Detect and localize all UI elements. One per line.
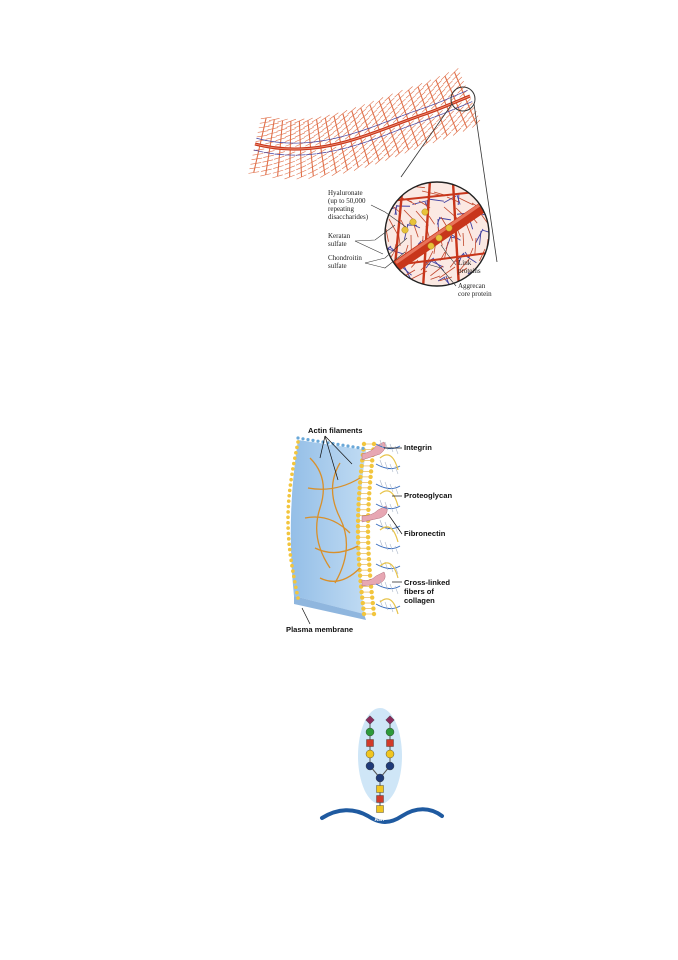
label-collagen-3: collagen	[404, 596, 435, 605]
label-hyaluronate-4: disaccharides)	[328, 213, 369, 221]
label-keratan-2: sulfate	[328, 240, 347, 248]
link-protein	[409, 218, 417, 226]
aggrecan-core-protein	[451, 182, 461, 286]
label-collagen-2: fibers of	[404, 587, 434, 596]
link-protein	[427, 242, 435, 250]
link-protein	[445, 224, 453, 232]
label-link-1: Link	[458, 259, 472, 267]
zoom-circle-border	[384, 181, 490, 287]
label-core-1: Aggrecan	[458, 282, 486, 290]
link-protein	[401, 226, 409, 234]
link-protein	[435, 234, 443, 242]
label-hyaluronate-1: Hyaluronate	[328, 189, 363, 197]
label-proteoglycan: Proteoglycan	[404, 491, 452, 500]
ecm-leader-lines	[301, 435, 403, 625]
sugar-residue	[376, 805, 384, 813]
label-integrin: Integrin	[404, 443, 432, 452]
label-chondroitin-1: Chondroitin	[328, 254, 362, 262]
aggrecan-diagram: Hyaluronate (up to 50,000 repeating disa…	[248, 68, 498, 298]
collagen-proteoglycan-fibers	[375, 439, 401, 615]
sugar-residue	[386, 739, 394, 747]
magnifier-small-circle	[450, 86, 476, 112]
ecm-diagram: Actin filaments Integrin Proteoglycan Fi…	[286, 426, 452, 634]
glycan-residues	[365, 715, 395, 813]
link-protein	[421, 208, 429, 216]
label-chondroitin-2: sulfate	[328, 262, 347, 270]
aggrecan-core-protein	[421, 182, 432, 286]
sugar-residue	[376, 785, 384, 793]
label-link-2: proteins	[458, 267, 481, 275]
sugar-residue	[365, 761, 375, 771]
zoom-line-right	[473, 103, 498, 263]
label-collagen-1: Cross-linked	[404, 578, 450, 587]
label-fibronectin: Fibronectin	[404, 529, 446, 538]
glycan-figure: Asn	[318, 708, 446, 828]
aggrecan-figure: Hyaluronate (up to 50,000 repeating disa…	[245, 62, 527, 304]
integrin-3	[361, 571, 386, 587]
sugar-residue	[365, 749, 375, 759]
peptide-chain	[320, 807, 444, 824]
sugar-residue	[376, 795, 384, 803]
sugar-residue	[385, 715, 395, 725]
sugar-residue	[385, 727, 395, 737]
integrin-2	[361, 505, 388, 523]
membrane-bottom-face	[294, 596, 366, 620]
zoom-line-left	[400, 103, 453, 178]
integrin-1	[361, 441, 386, 461]
sugar-residue	[385, 761, 395, 771]
label-plasma-membrane: Plasma membrane	[286, 625, 353, 634]
label-asn: Asn	[375, 817, 384, 823]
label-hyaluronate-3: repeating	[328, 205, 355, 213]
label-keratan-1: Keratan	[328, 232, 351, 240]
label-actin-filaments: Actin filaments	[308, 426, 362, 435]
sugar-residue	[375, 773, 385, 783]
ecm-figure: Actin filaments Integrin Proteoglycan Fi…	[280, 418, 452, 636]
sugar-residue	[365, 727, 375, 737]
actin-filaments	[304, 457, 361, 584]
proteoglycan-bristles	[248, 68, 481, 180]
sugar-residue	[366, 739, 374, 747]
n-glycan-diagram: Asn	[320, 708, 444, 824]
label-hyaluronate-2: (up to 50,000	[328, 197, 366, 205]
hyaluronate-highlight	[254, 95, 471, 150]
integrin-proteins	[361, 441, 388, 587]
label-core-2: core protein	[458, 290, 492, 298]
sugar-residue	[385, 749, 395, 759]
leader-lines	[354, 204, 457, 287]
sugar-residue	[365, 715, 375, 725]
